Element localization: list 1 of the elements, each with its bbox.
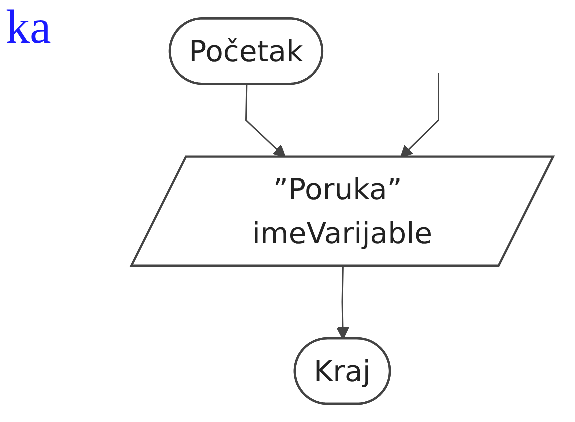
title: ka (6, 0, 52, 55)
